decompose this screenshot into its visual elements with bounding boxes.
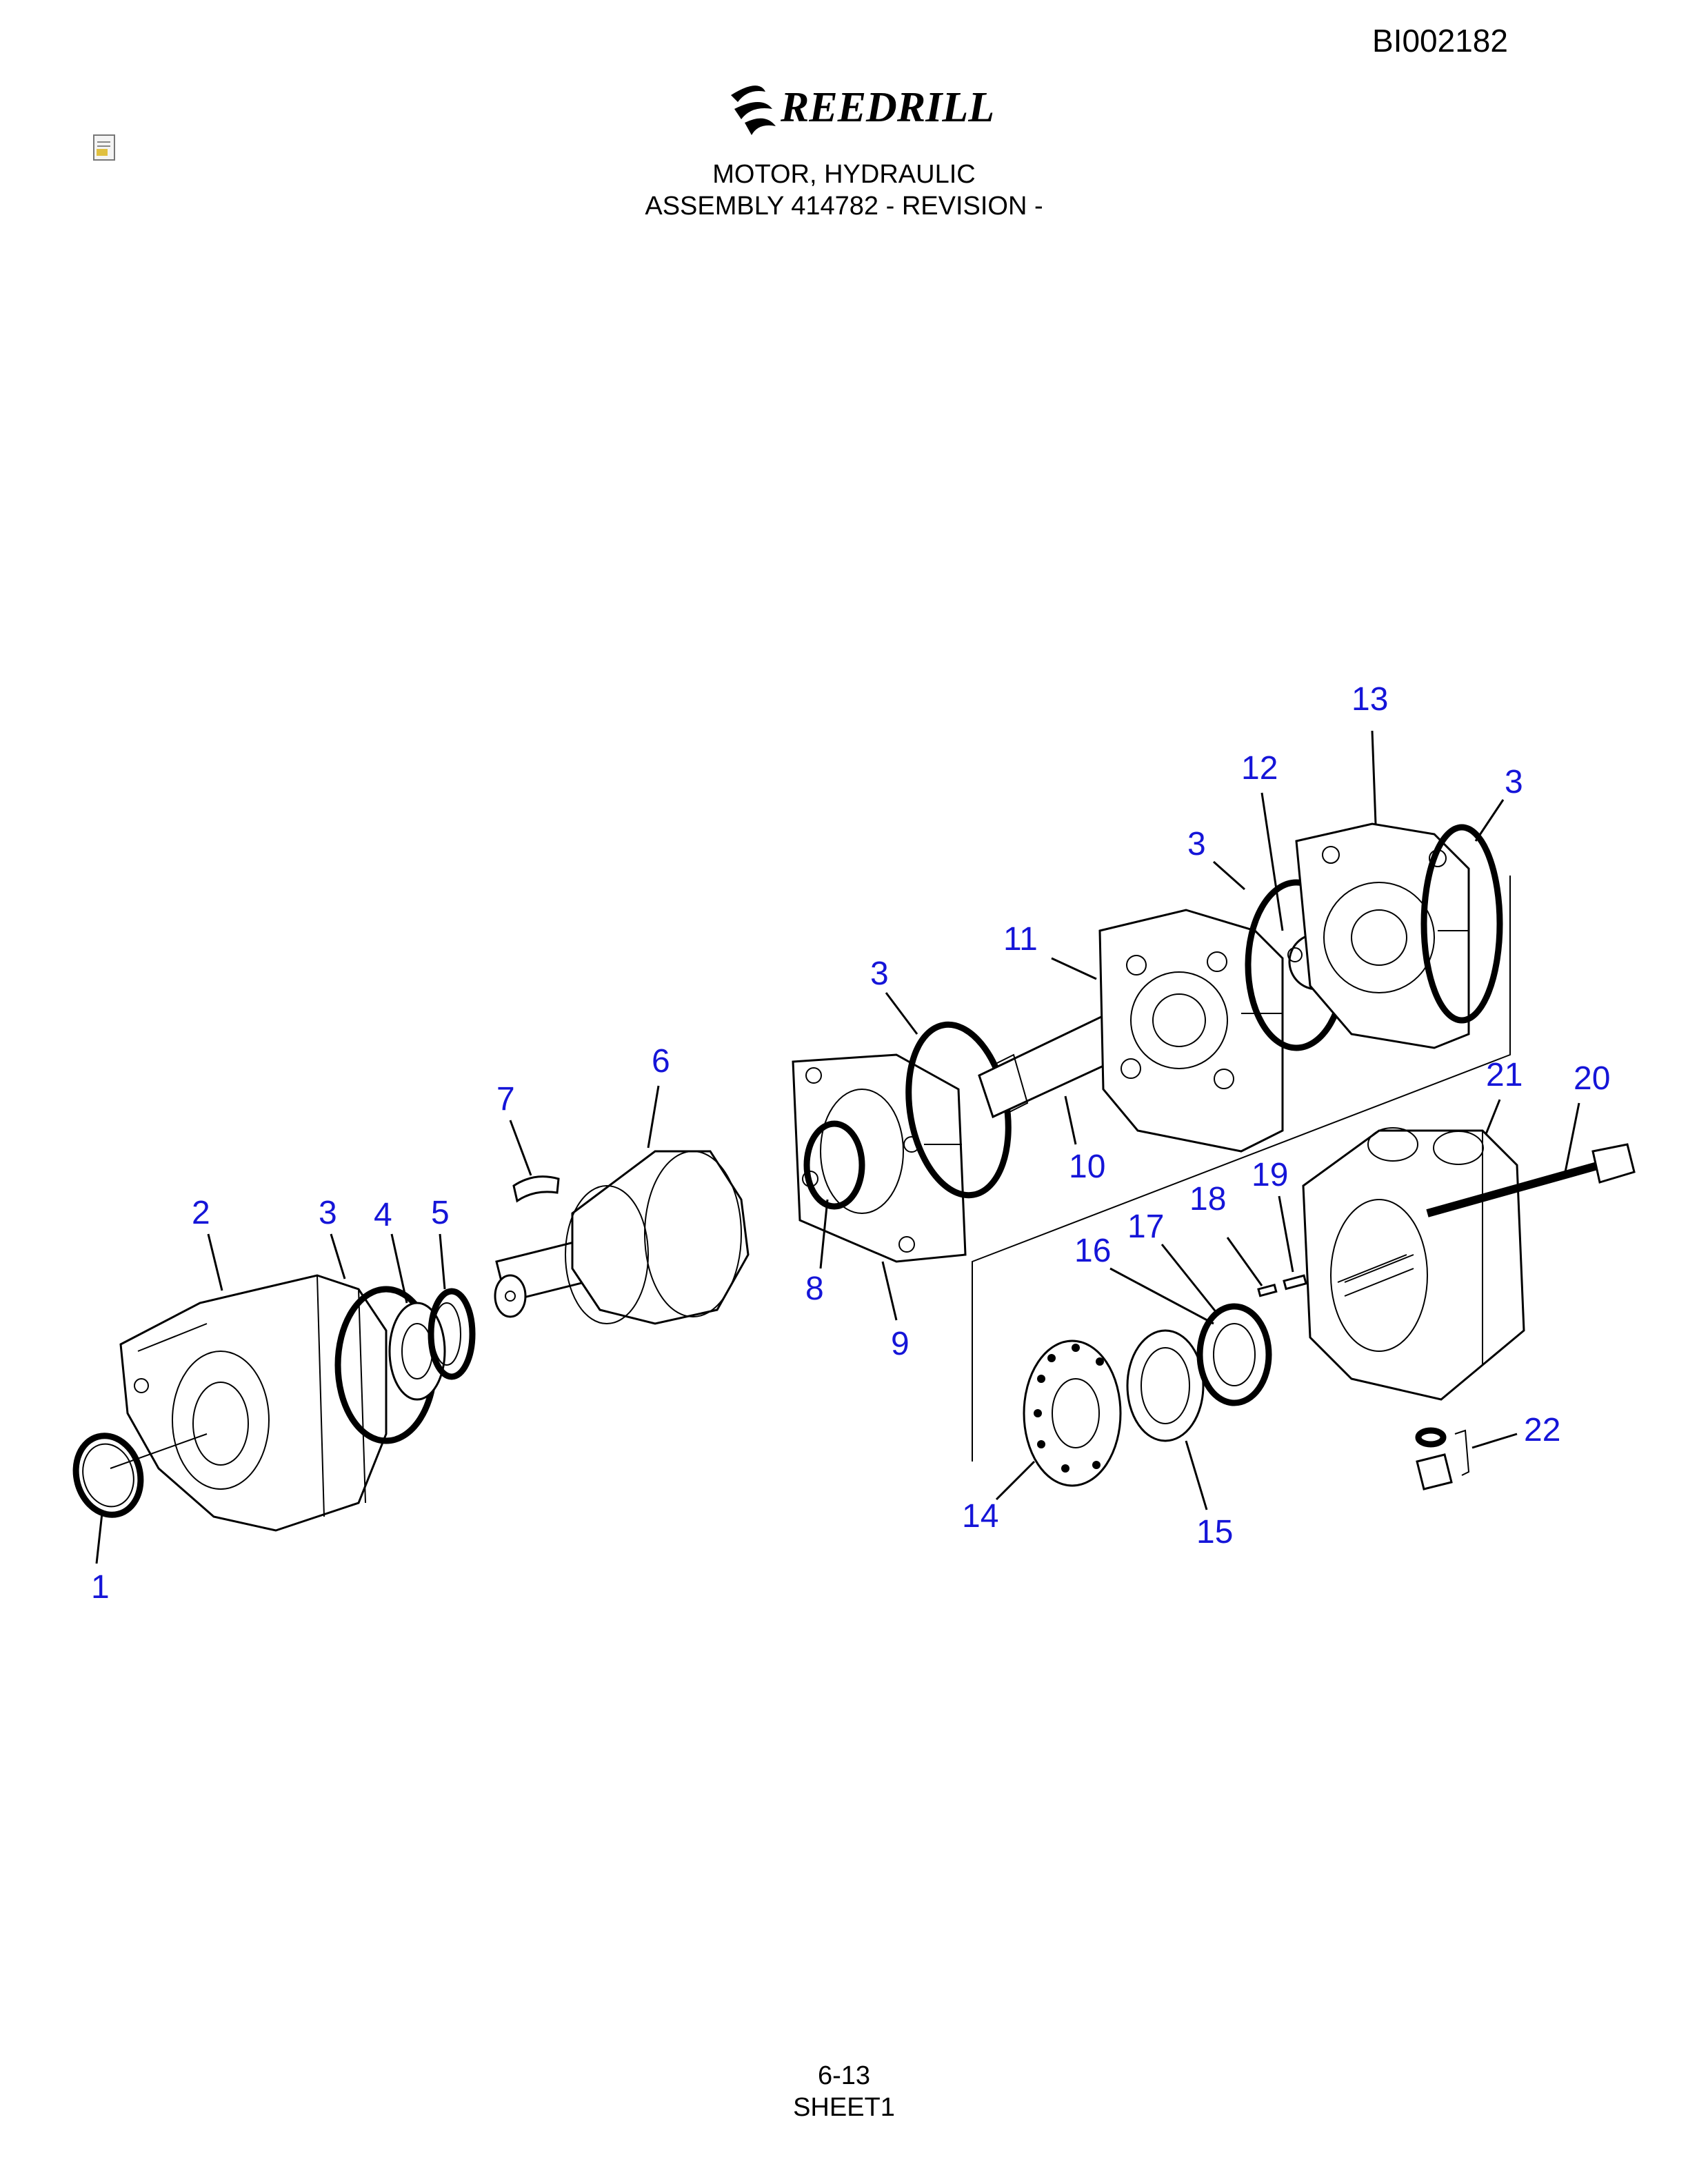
callout-21: 21: [1486, 1057, 1523, 1093]
part-11-gerotor-housing: [1098, 909, 1284, 1153]
part-9-flange-plate: [792, 1053, 967, 1263]
callout-13: 13: [1352, 681, 1388, 718]
part-15-commutator-ring: [1126, 1329, 1205, 1442]
callout-12: 12: [1241, 750, 1278, 787]
callout-14: 14: [962, 1498, 998, 1535]
document-id: BI002182: [1372, 23, 1508, 59]
callout-labels: 1 2 3 3 3 3 3 4 5 6 7 8 9 10 11 12 13 14…: [91, 681, 1610, 1606]
part-21-valve-housing: [1302, 1127, 1525, 1401]
part-14-commutator: [1023, 1339, 1122, 1487]
callout-3-a: 3: [319, 1195, 337, 1231]
part-4-seal: [388, 1302, 446, 1401]
callout-15: 15: [1196, 1514, 1233, 1550]
callout-4: 4: [374, 1197, 392, 1233]
part-2-housing: [110, 1274, 388, 1532]
part-6-shaft-bearing: [494, 1150, 750, 1325]
page-number: 6-13: [817, 2061, 871, 2090]
callout-10: 10: [1069, 1149, 1105, 1185]
callout-17: 17: [1127, 1209, 1164, 1245]
logo-swirl-icon: [731, 85, 776, 135]
assembly-bracket: [972, 876, 1511, 1462]
part-7-key: [512, 1175, 560, 1203]
part-1-oring: [72, 1433, 144, 1518]
part-22-plug-washer: [1415, 1427, 1470, 1490]
drawing-subtitle: ASSEMBLY 414782 - REVISION -: [645, 192, 1043, 221]
reedrill-logo: REEDRILL: [731, 84, 994, 135]
callout-6: 6: [652, 1043, 670, 1080]
sheet-label: SHEET1: [793, 2093, 895, 2122]
callout-1: 1: [91, 1569, 110, 1606]
callout-20: 20: [1574, 1060, 1610, 1097]
callout-18: 18: [1189, 1181, 1226, 1217]
part-5-bearing-ring: [428, 1288, 476, 1380]
part-19-spring: [1283, 1274, 1307, 1291]
leader-lines: [95, 730, 1580, 1564]
callout-22: 22: [1524, 1412, 1560, 1448]
part-8-seal: [803, 1120, 865, 1210]
document-icon[interactable]: [90, 132, 120, 163]
callout-16: 16: [1074, 1233, 1111, 1269]
part-16-seal-ring: [1196, 1303, 1272, 1406]
part-3-oring-d: [1420, 824, 1503, 1024]
callout-9: 9: [891, 1326, 910, 1362]
part-20-bolt: [1426, 1143, 1636, 1217]
svg-text:REEDRILL: REEDRILL: [780, 84, 994, 131]
callout-3-c: 3: [1187, 826, 1206, 862]
callout-11: 11: [1003, 921, 1038, 958]
callout-3-d: 3: [1505, 764, 1523, 800]
drawing-title: MOTOR, HYDRAULIC: [712, 160, 976, 189]
part-17-washer: [1213, 1323, 1256, 1386]
part-13-valve-plate: [1295, 822, 1470, 1049]
part-18-pin: [1257, 1283, 1278, 1297]
callout-2: 2: [192, 1195, 210, 1231]
callout-5: 5: [431, 1195, 450, 1231]
callout-7: 7: [496, 1081, 515, 1118]
callout-3-b: 3: [870, 956, 889, 992]
callout-8: 8: [805, 1271, 824, 1307]
callout-19: 19: [1252, 1157, 1288, 1193]
